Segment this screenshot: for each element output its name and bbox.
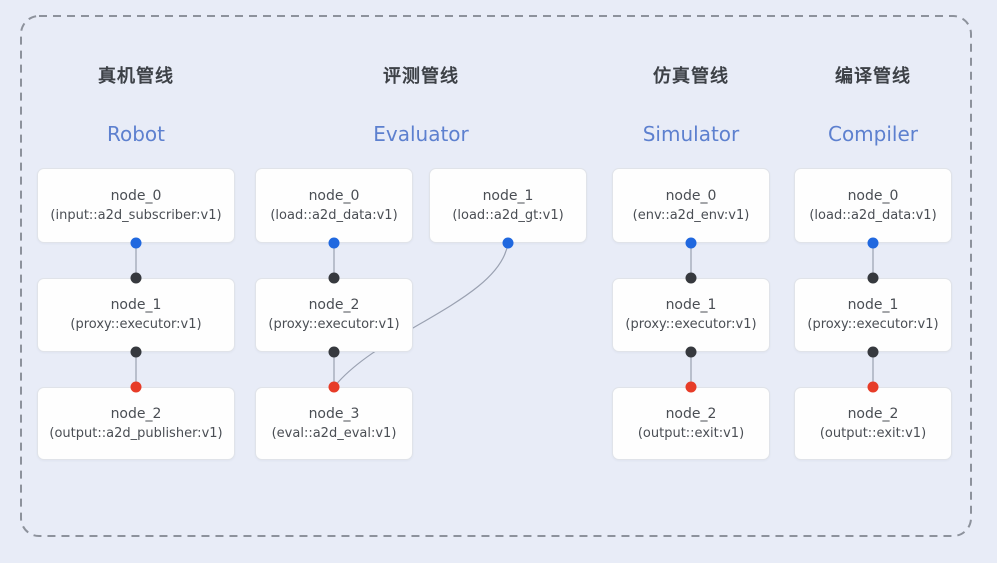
node-name: node_0 [110, 187, 162, 204]
node-type: (eval::a2d_eval:v1) [271, 425, 397, 441]
pipeline-title-zh-robot: 真机管线 [98, 66, 174, 87]
node-box-robot-node-2: node_2 (output::a2d_publisher:v1) [37, 387, 235, 460]
node-type: (output::a2d_publisher:v1) [49, 425, 223, 441]
node-type: (proxy::executor:v1) [70, 317, 202, 333]
node-box-compiler-node-0: node_0 (load::a2d_data:v1) [794, 168, 952, 243]
node-name: node_2 [110, 405, 162, 422]
node-box-robot-node-0: node_0 (input::a2d_subscriber:v1) [37, 168, 235, 243]
node-type: (proxy::executor:v1) [625, 317, 757, 333]
node-name: node_2 [308, 297, 360, 314]
node-name: node_0 [308, 187, 360, 204]
node-name: node_0 [665, 187, 717, 204]
node-box-robot-node-1: node_1 (proxy::executor:v1) [37, 278, 235, 352]
node-box-evaluator-node-1: node_1 (load::a2d_gt:v1) [429, 168, 587, 243]
node-name: node_1 [665, 297, 717, 314]
pipeline-title-en-simulator: Simulator [642, 122, 740, 146]
node-box-evaluator-node-2: node_2 (proxy::executor:v1) [255, 278, 413, 352]
node-type: (output::exit:v1) [637, 425, 745, 441]
node-type: (output::exit:v1) [819, 425, 927, 441]
node-box-simulator-node-0: node_0 (env::a2d_env:v1) [612, 168, 770, 243]
node-type: (input::a2d_subscriber:v1) [50, 207, 222, 223]
node-name: node_1 [482, 187, 534, 204]
node-box-compiler-node-1: node_1 (proxy::executor:v1) [794, 278, 952, 352]
node-name: node_2 [847, 405, 899, 422]
pipeline-title-en-evaluator: Evaluator [373, 122, 469, 146]
pipeline-title-zh-simulator: 仿真管线 [653, 66, 729, 87]
node-box-evaluator-node-0: node_0 (load::a2d_data:v1) [255, 168, 413, 243]
node-type: (proxy::executor:v1) [268, 317, 400, 333]
node-name: node_2 [665, 405, 717, 422]
node-name: node_3 [308, 405, 360, 422]
node-box-evaluator-node-3: node_3 (eval::a2d_eval:v1) [255, 387, 413, 460]
node-name: node_1 [847, 297, 899, 314]
pipeline-title-zh-evaluator: 评测管线 [383, 66, 459, 87]
node-name: node_0 [847, 187, 899, 204]
node-type: (load::a2d_data:v1) [270, 207, 398, 223]
pipeline-title-zh-compiler: 编译管线 [835, 66, 911, 87]
pipeline-title-en-robot: Robot [106, 122, 166, 146]
node-type: (env::a2d_env:v1) [632, 207, 750, 223]
node-box-compiler-node-2: node_2 (output::exit:v1) [794, 387, 952, 460]
node-type: (load::a2d_data:v1) [809, 207, 937, 223]
node-type: (load::a2d_gt:v1) [452, 207, 564, 223]
node-box-simulator-node-2: node_2 (output::exit:v1) [612, 387, 770, 460]
node-box-simulator-node-1: node_1 (proxy::executor:v1) [612, 278, 770, 352]
node-name: node_1 [110, 297, 162, 314]
node-type: (proxy::executor:v1) [807, 317, 939, 333]
pipeline-title-en-compiler: Compiler [827, 122, 919, 146]
